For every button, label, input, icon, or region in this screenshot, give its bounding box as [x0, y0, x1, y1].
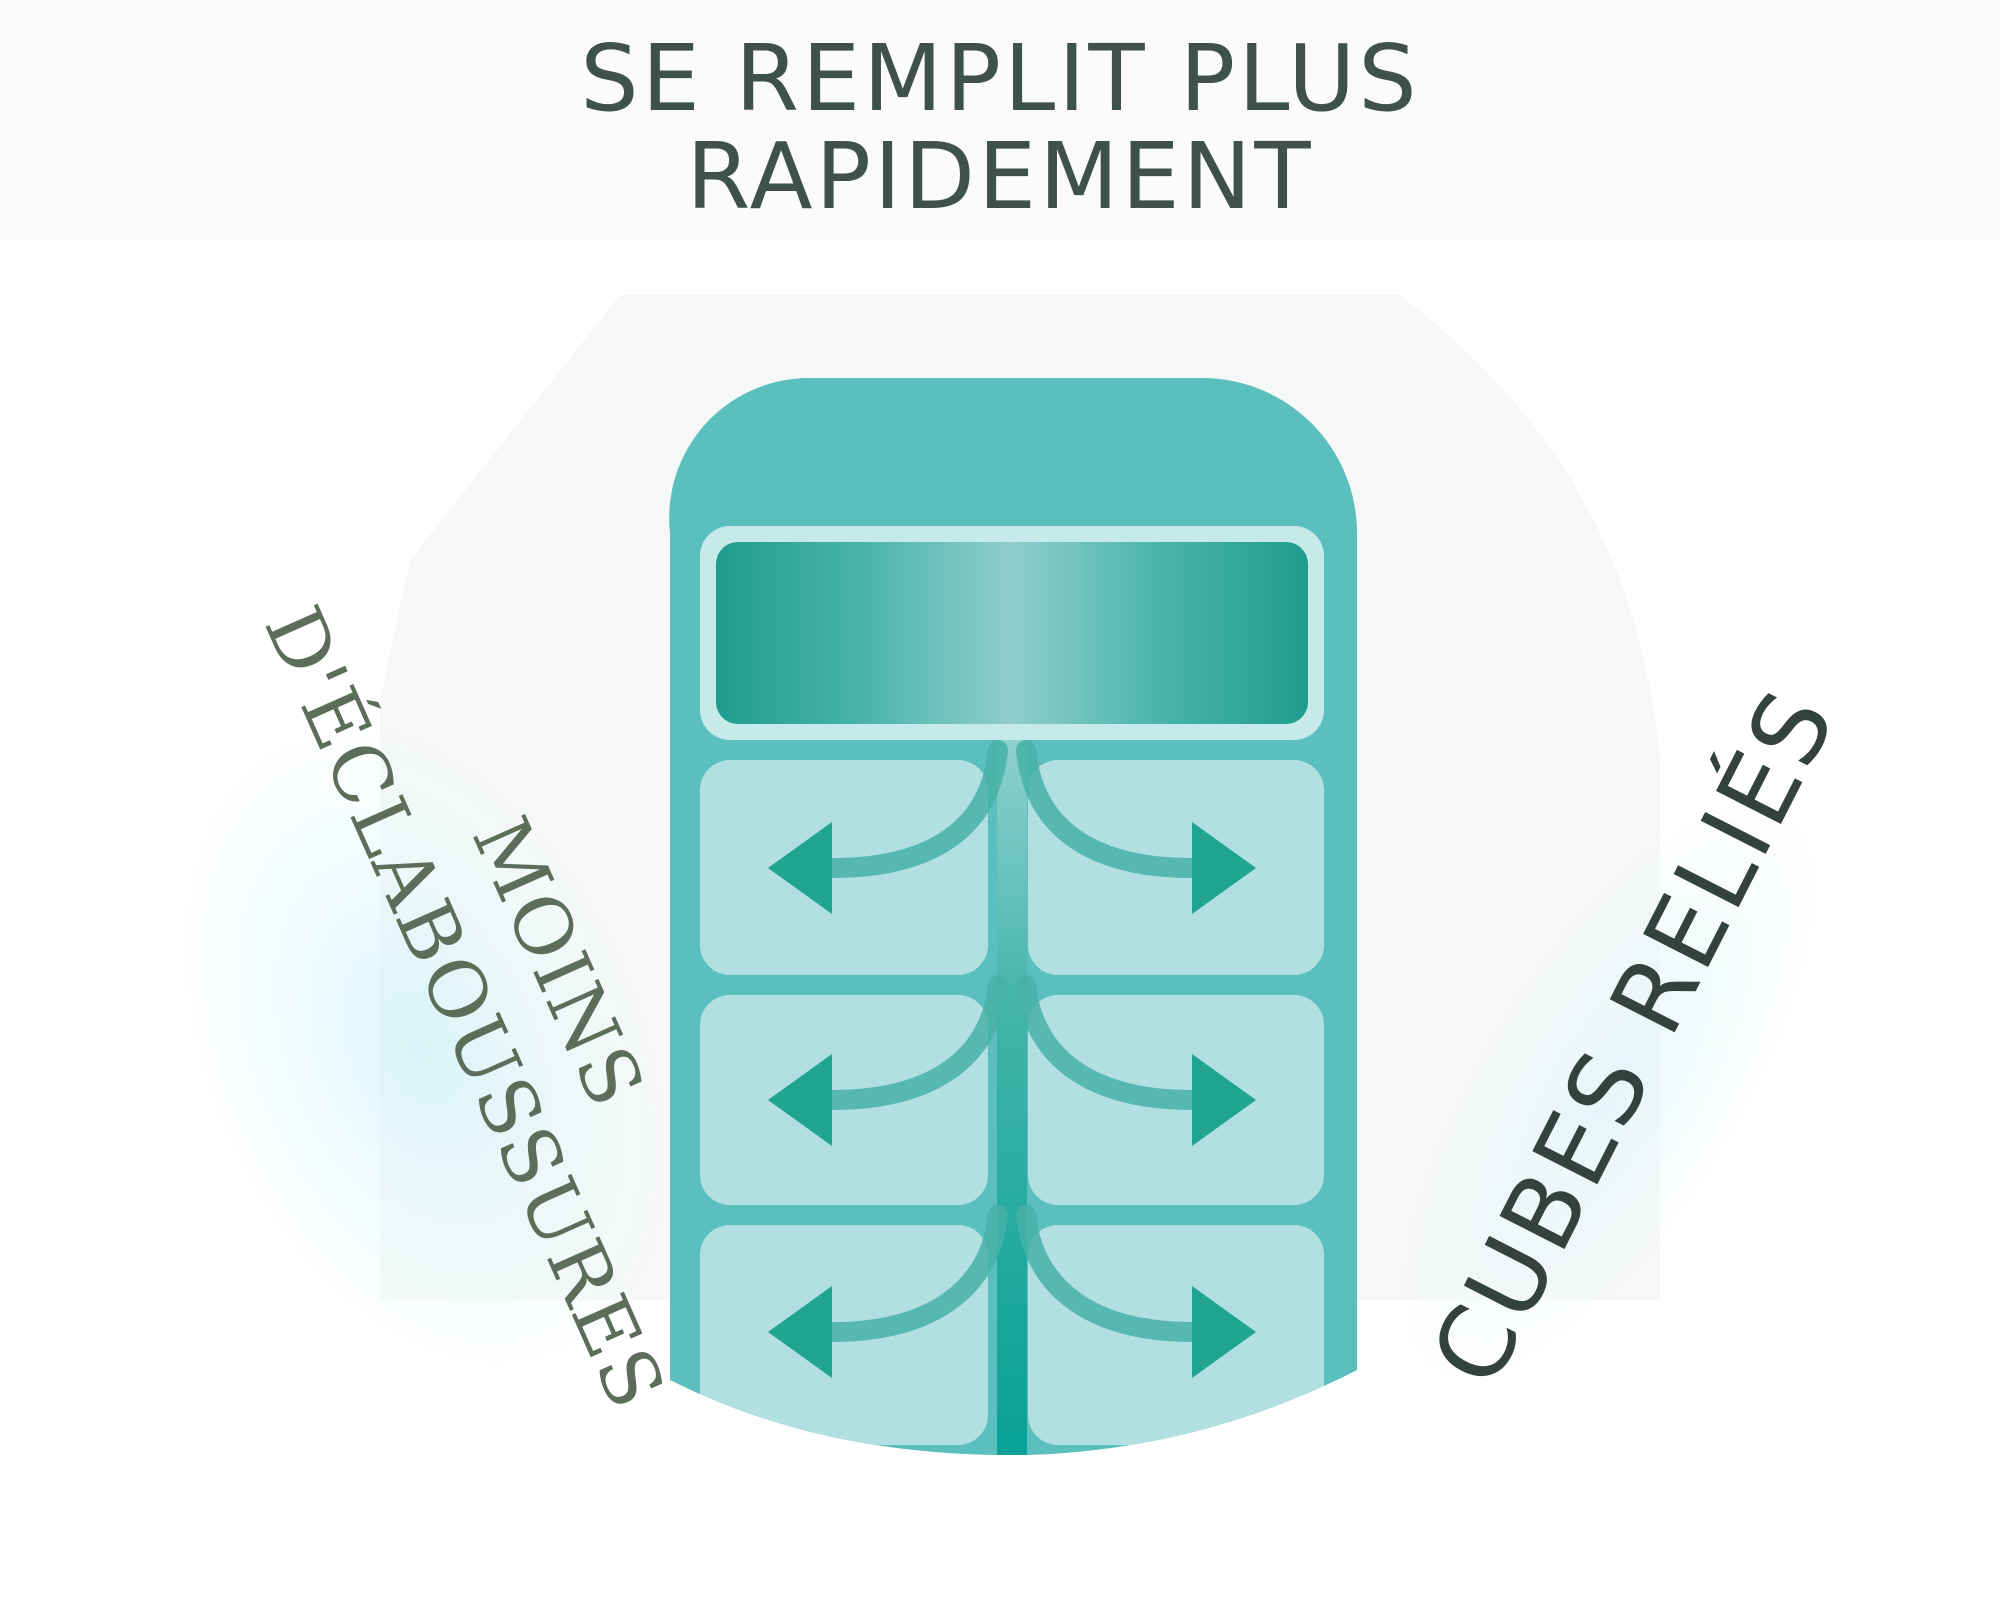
flow-arrow-icon — [822, 740, 1202, 1342]
center-channel — [997, 740, 1027, 1456]
right-glow — [1385, 775, 1835, 1405]
background-top-band — [0, 0, 2000, 240]
label-fills-faster: SE REMPLIT PLUS RAPIDEMENT — [0, 30, 2000, 226]
cube-left-4 — [700, 1465, 988, 1565]
reservoir — [716, 542, 1308, 724]
label-fills-faster-line2: RAPIDEMENT — [686, 123, 1314, 230]
label-fills-faster-line1: SE REMPLIT PLUS — [580, 25, 1420, 132]
left-glow — [163, 708, 677, 1392]
cube-right-4 — [1028, 1465, 1324, 1565]
arrow-heads — [768, 822, 1256, 1378]
